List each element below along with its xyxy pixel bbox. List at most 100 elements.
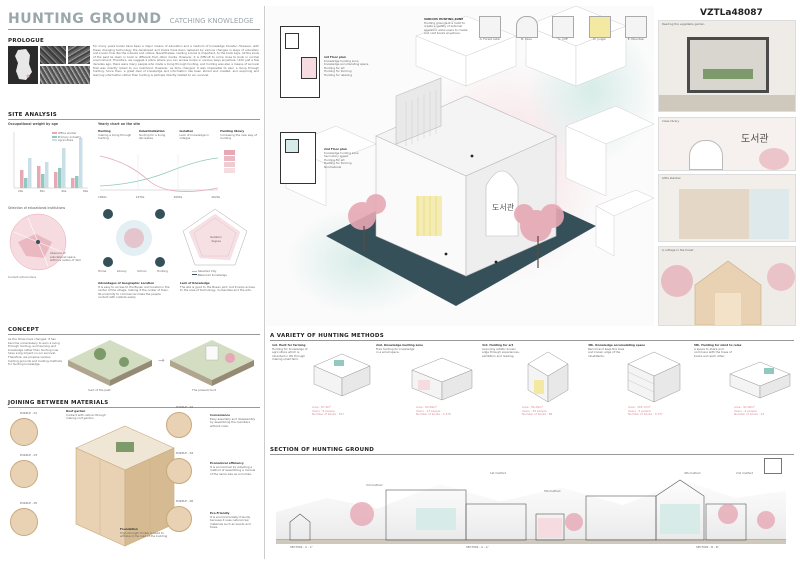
puzzle-detail [166, 458, 192, 484]
floor1-title: 1st Floor plan [324, 55, 346, 59]
zone-title: VARIOUS HUNTING ZONE [424, 17, 464, 21]
site-aerial-1 [40, 46, 66, 64]
title-sub: CATCHING KNOWLEDGE [169, 17, 254, 25]
jungle-icon [588, 16, 611, 38]
view-floor [659, 95, 795, 111]
concept-present-label: The present hunt [192, 388, 217, 392]
puzzle-detail [10, 460, 38, 488]
prologue-title: PROLOGUE [8, 38, 45, 44]
puzzle-label: PUZZLE - 02 [176, 405, 194, 409]
timeline-years: 1950s 1970s 2000s 2020s [98, 195, 220, 200]
section-cut: SECTION - C - C' [290, 545, 313, 549]
method-item: 3rd. Hunting for art Acquiring artistic … [482, 343, 582, 438]
puzzle-label: PUZZLE - 04 [176, 451, 194, 455]
section-cut: SECTION - B - B' [696, 545, 719, 549]
puzzle-detail [10, 508, 38, 536]
mountain-icon [625, 16, 647, 38]
age-labels: 20s 30s 40s 60s [18, 189, 88, 194]
view-caption: Reading the vegetable garden [662, 22, 705, 26]
floor2-item: Nonmaterial [324, 164, 342, 169]
concept-body: As the times have changed, it has become… [8, 337, 62, 367]
edu-map [9, 213, 67, 271]
legend-office: Office worker [57, 131, 77, 135]
puzzle-detail [166, 412, 192, 438]
floor1-plan [280, 26, 320, 98]
cliff-icon [552, 16, 574, 38]
feature-convenience: Convenience Easy assembly and disassembl… [210, 413, 256, 428]
lack-knowledge: Lack of Knowledge The site is good to th… [180, 281, 255, 293]
pentagon-legend: Selected City Balanced knowledge [192, 269, 227, 277]
occupation-bar [71, 178, 75, 188]
floor2-item: Secondary space [324, 154, 348, 159]
edu-title: Selection of educational institutions [8, 206, 66, 210]
method-model [313, 353, 371, 397]
title-main: HUNTING GROUND [8, 11, 162, 27]
method-item: 5th. Hunting for mind to relax A space t… [694, 343, 794, 438]
legend-agri: Agriculture [57, 138, 74, 143]
year-label: 1970s [135, 195, 145, 199]
section-panel: SECTION OF HUNTING GROUND 3rd method 1st… [266, 444, 796, 559]
method-stats: Area : 185.72m² Users : 5 people Number … [628, 405, 663, 417]
concept-title: CONCEPT [8, 327, 39, 333]
left-column: HUNTING GROUND CATCHING KNOWLEDGE PROLOG… [0, 0, 262, 565]
feature-roof: Roof garden Contact with nature through … [66, 409, 106, 421]
floor1-item: Hunting for relaxing [324, 72, 352, 77]
view-cottage: A cottage in the forest [658, 246, 796, 326]
floor2-title: 2nd Floor plan [324, 147, 347, 151]
age-label: 20s [18, 189, 24, 193]
hunting-zone-block: VARIOUS HUNTING ZONE Hunting grounds is … [424, 17, 472, 36]
occupation-bar [54, 172, 58, 188]
section-cut: SECTION - A - A' [466, 545, 489, 549]
view-caption: Little stairbar [662, 176, 681, 180]
pentagon-center: Isolation degree [210, 235, 222, 243]
floor1-block: 1st Floor plan Knowledge hunting zone Kn… [324, 55, 369, 78]
view-tree [759, 148, 789, 170]
puzzle-detail [10, 418, 38, 446]
occupation-bar [75, 176, 79, 188]
section-label: 2nd method [736, 471, 754, 475]
puzzle-label: PUZZLE - 05 [20, 501, 38, 505]
occupation-bar [20, 170, 24, 188]
edu-note: Absence of educational space within a ra… [50, 251, 82, 263]
timeline-title: Yearly chart on the site [98, 122, 141, 126]
method-item: 1st. Hunt for farming Hunting for knowle… [272, 343, 372, 438]
bubble-label: Library [116, 269, 127, 273]
method-stats: Area : 87.6m² Users : 8 people Number of… [312, 405, 345, 417]
concept-present [170, 340, 254, 386]
puzzle-label: PUZZLE - 06 [176, 499, 194, 503]
poster-title: HUNTING GROUND CATCHING KNOWLEDGE [8, 8, 254, 27]
zone-item: C. Cliff [547, 16, 579, 42]
floor2-item: Hunting for art [324, 157, 345, 162]
poster-code: VZTLa48087 [700, 8, 763, 18]
occupation-legend: Office worker Primary industry Agricultu… [52, 131, 82, 143]
legend-primary: Primary industry [57, 134, 82, 139]
section-label: 5th method [544, 489, 561, 493]
year-label: 1950s [98, 195, 107, 199]
zone-icons: A. Forest cabin B. Cave C. Cliff D. Jung… [474, 16, 652, 42]
method-model [627, 351, 681, 403]
pent-legend-item: Selected City [197, 269, 217, 273]
site-analysis-rule [8, 119, 260, 120]
section-label: 4th method [684, 471, 701, 475]
title-rule [8, 29, 260, 30]
section-drawing [276, 479, 786, 544]
joining-rule [8, 407, 260, 408]
zone-body: Hunting grounds is a motif to create a v… [424, 20, 468, 36]
view-sign: 도서관 [741, 134, 769, 145]
floor2-plan [280, 132, 316, 184]
site-analysis-title: SITE ANALYSIS [8, 112, 58, 118]
section-label: 1st method [490, 471, 507, 475]
view-class-library: Class library 도서관 [658, 117, 796, 171]
view-wall [679, 189, 749, 239]
pentagon-diagram [182, 208, 248, 266]
floor1-item: Knowledge accumulating space [324, 62, 369, 67]
bubble-label: Hunting [156, 269, 168, 273]
puzzle-label: PUZZLE - 01 [20, 411, 38, 415]
timeline-icons [224, 150, 236, 173]
method-item: 4th. Knowledge accumulating space Record… [588, 343, 688, 438]
method-model [527, 351, 569, 403]
floor1-item: Knowledge hunting zone [324, 58, 359, 63]
timber-module [75, 425, 175, 547]
